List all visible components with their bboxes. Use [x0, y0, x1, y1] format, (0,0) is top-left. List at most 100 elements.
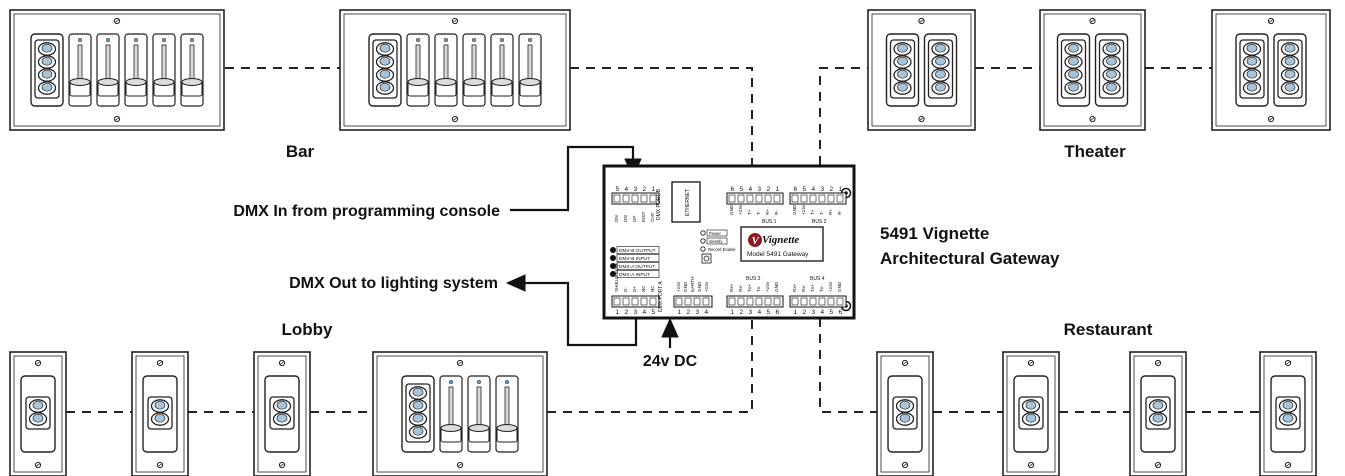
fader-led-icon [471, 37, 477, 43]
status-led-icon [610, 247, 616, 253]
terminal-pin [809, 297, 817, 306]
bus4-label: BUS 4 [810, 276, 825, 282]
power-indicator-box [706, 229, 728, 237]
button-led-icon [41, 43, 53, 53]
button-led-icon [1152, 400, 1164, 410]
pin-label: +24v [704, 281, 709, 292]
pin-number: 3 [634, 186, 638, 193]
terminal-pin [791, 194, 799, 203]
terminal-pin [737, 194, 745, 203]
identify-indicator-box [706, 237, 728, 245]
fader-knob-top [125, 78, 147, 86]
button-led-icon [32, 400, 44, 410]
wallplate-bevel [871, 13, 972, 127]
pin-label: Rx- [801, 284, 806, 292]
terminal-pin [773, 194, 781, 203]
fader-led-icon [161, 37, 167, 43]
wall-panel-restaurant-1 [876, 351, 934, 476]
fader-led-icon [443, 37, 449, 43]
screw-slot [158, 361, 162, 365]
screw-slot [1156, 361, 1160, 365]
fader-knob-top [491, 78, 513, 86]
fader-knob-top [440, 424, 462, 432]
pin-label: D- [623, 287, 628, 292]
terminal-pin [827, 297, 835, 306]
fader-knob-top [468, 424, 490, 432]
button-led-icon [1284, 82, 1296, 92]
button-led-icon [41, 69, 53, 79]
power-label: 24v DC [643, 353, 698, 370]
button-led-icon [899, 413, 911, 423]
button-led-icon [379, 82, 391, 92]
pin-label: DN [623, 215, 628, 222]
fader-knob-top [519, 78, 541, 86]
fader-knob-top [463, 78, 485, 86]
button-led-icon [379, 69, 391, 79]
pin-label: GND [774, 281, 779, 292]
terminal-pin [622, 297, 630, 306]
screw-slot [453, 117, 457, 121]
top-panels [9, 9, 1331, 131]
pin-number: 1 [776, 186, 780, 193]
pin-label: DP [632, 216, 637, 222]
pin-number: 1 [839, 186, 843, 193]
dmx-in-label: DMX In from programming console [233, 203, 500, 220]
bus-lines [66, 67, 1260, 413]
ethernet-port [671, 181, 701, 223]
dmx-in-wire [510, 145, 642, 212]
power-indicator-label: Power [709, 231, 721, 236]
dmx-out-label: DMX Out to lighting system [289, 275, 498, 292]
vignette-logo-mark: V [752, 235, 761, 247]
screw-slot [458, 361, 462, 365]
button-led-icon [1284, 56, 1296, 66]
button-led-icon [1246, 56, 1258, 66]
ethernet-label: ETHERNET [685, 189, 691, 216]
screw-slot [1286, 463, 1290, 467]
screw-slot [458, 463, 462, 467]
button-led-icon [1152, 413, 1164, 423]
button-led-icon [412, 387, 424, 397]
button-led-icon [412, 413, 424, 423]
status-led-box [616, 246, 660, 254]
pin-number: 3 [749, 309, 753, 316]
wallplate-bevel [880, 355, 930, 473]
wall-panel-theater-2 [1039, 9, 1146, 131]
fader-knob-top [153, 78, 175, 86]
button-led-icon [1246, 69, 1258, 79]
pin-number: 1 [678, 309, 682, 316]
pin-number: 1 [616, 309, 620, 316]
button-led-icon [412, 426, 424, 436]
terminal-housing [726, 295, 784, 308]
terminal-pin [755, 194, 763, 203]
fader-knob-top [69, 78, 91, 86]
pin-label: D+ [632, 286, 637, 292]
pin-number: 4 [758, 309, 762, 316]
pin-label: GND [792, 204, 797, 215]
terminal-pin [773, 297, 781, 306]
pin-number: 3 [758, 186, 762, 193]
zone-label-theater: Theater [1064, 142, 1126, 161]
terminal-pin [675, 297, 683, 306]
terminal-pin [809, 194, 817, 203]
bottom-panels [9, 351, 1317, 476]
pin-label: T+ [810, 209, 815, 215]
wallplate-bevel [257, 355, 307, 473]
button-led-icon [1282, 400, 1294, 410]
pin-number: 6 [839, 309, 843, 316]
button-led-icon [379, 56, 391, 66]
screw-slot [36, 361, 40, 365]
power-led-icon [700, 230, 706, 236]
fader-knob-top [97, 78, 119, 86]
terminal-pin [640, 297, 648, 306]
pin-label: GND [837, 281, 842, 292]
gateway-title-line1: 5491 Vignette [880, 224, 989, 243]
pin-number: 3 [812, 309, 816, 316]
terminal-pin [827, 194, 835, 203]
pin-label: T- [819, 210, 824, 215]
pin-label: +24v [738, 204, 743, 215]
